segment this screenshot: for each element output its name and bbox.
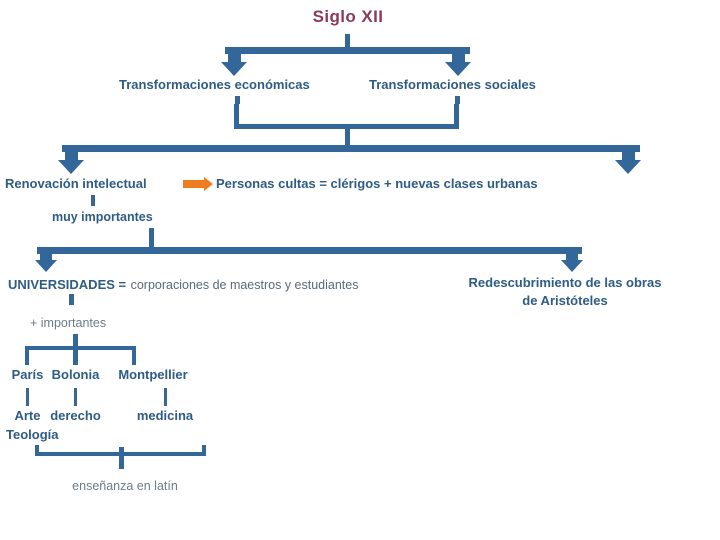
connector-footer-right-leg xyxy=(202,445,206,456)
label-redescubrimiento-line2: de Aristóteles xyxy=(522,293,608,308)
connector-stem-mas-importantes xyxy=(73,334,78,347)
label-faculty-teologia: Teología xyxy=(6,427,59,442)
arrow-down-level2-right xyxy=(615,160,641,174)
connector-merge-left-leg xyxy=(234,104,239,128)
connector-stem-bolonia xyxy=(74,388,77,406)
connector-title-stem xyxy=(345,34,350,47)
label-transformaciones-sociales: Transformaciones sociales xyxy=(369,77,536,92)
connector-footer-stem xyxy=(119,447,124,469)
arrow-down-level1-left xyxy=(221,62,247,76)
label-faculty-derecho: derecho xyxy=(50,408,101,423)
connector-level3-left-shaft xyxy=(40,247,52,262)
connector-tick-economicas xyxy=(235,96,240,104)
connector-tick-sociales xyxy=(455,96,460,104)
label-personas-cultas: Personas cultas = clérigos + nuevas clas… xyxy=(216,176,538,191)
page-title: Siglo XII xyxy=(312,7,384,26)
connector-universities-mid-leg xyxy=(73,341,78,365)
arrow-down-level3-right xyxy=(561,260,583,272)
label-universidades-row: UNIVERSIDADES = corporaciones de maestro… xyxy=(8,276,358,294)
connector-merge-stem xyxy=(345,128,350,146)
connector-tick-renovacion xyxy=(91,195,95,206)
connector-level3-right-shaft xyxy=(566,247,578,262)
label-muy-importantes: muy importantes xyxy=(52,210,153,224)
label-faculty-medicina: medicina xyxy=(136,408,194,423)
label-universidades: UNIVERSIDADES = xyxy=(8,277,127,292)
connector-level2-left-shaft xyxy=(65,145,78,162)
connector-level1-right-shaft xyxy=(452,47,465,64)
connector-stem-paris xyxy=(26,388,29,406)
connector-level3-hbar xyxy=(37,247,582,254)
connector-level1-hbar xyxy=(225,47,470,54)
connector-tick-universidades xyxy=(69,294,74,305)
label-faculty-arte: Arte xyxy=(14,408,41,423)
connector-universities-hbar xyxy=(25,346,136,350)
connector-merge-hbar xyxy=(234,124,459,129)
label-transformaciones-economicas: Transformaciones económicas xyxy=(119,77,310,92)
arrow-down-level3-left xyxy=(35,260,57,272)
label-ensenanza-en-latin: enseñanza en latín xyxy=(72,479,178,493)
connector-level1-left-shaft xyxy=(228,47,241,64)
label-mas-importantes: + importantes xyxy=(30,316,107,330)
connector-stem-muy-importantes xyxy=(149,228,154,248)
label-universidades-definition: corporaciones de maestros y estudiantes xyxy=(130,278,359,292)
label-university-montpellier: Montpellier xyxy=(118,367,188,382)
connector-universities-left-leg xyxy=(25,346,29,365)
connector-level2-hbar xyxy=(62,145,640,152)
arrow-down-level1-right xyxy=(445,62,471,76)
connector-level2-right-shaft xyxy=(622,145,635,162)
connector-universities-right-leg xyxy=(132,346,136,365)
label-university-bolonia: Bolonia xyxy=(51,367,100,382)
label-redescubrimiento-line1: Redescubrimiento de las obras xyxy=(468,275,662,290)
connector-footer-left-leg xyxy=(35,445,39,456)
right-arrow-icon xyxy=(183,180,205,188)
right-arrow-head-icon xyxy=(204,177,213,191)
label-renovacion-intelectual: Renovación intelectual xyxy=(5,176,147,191)
label-university-paris: París xyxy=(11,367,44,382)
connector-merge-right-leg xyxy=(454,104,459,128)
arrow-down-level2-left xyxy=(58,160,84,174)
connector-stem-montpellier xyxy=(164,388,167,406)
